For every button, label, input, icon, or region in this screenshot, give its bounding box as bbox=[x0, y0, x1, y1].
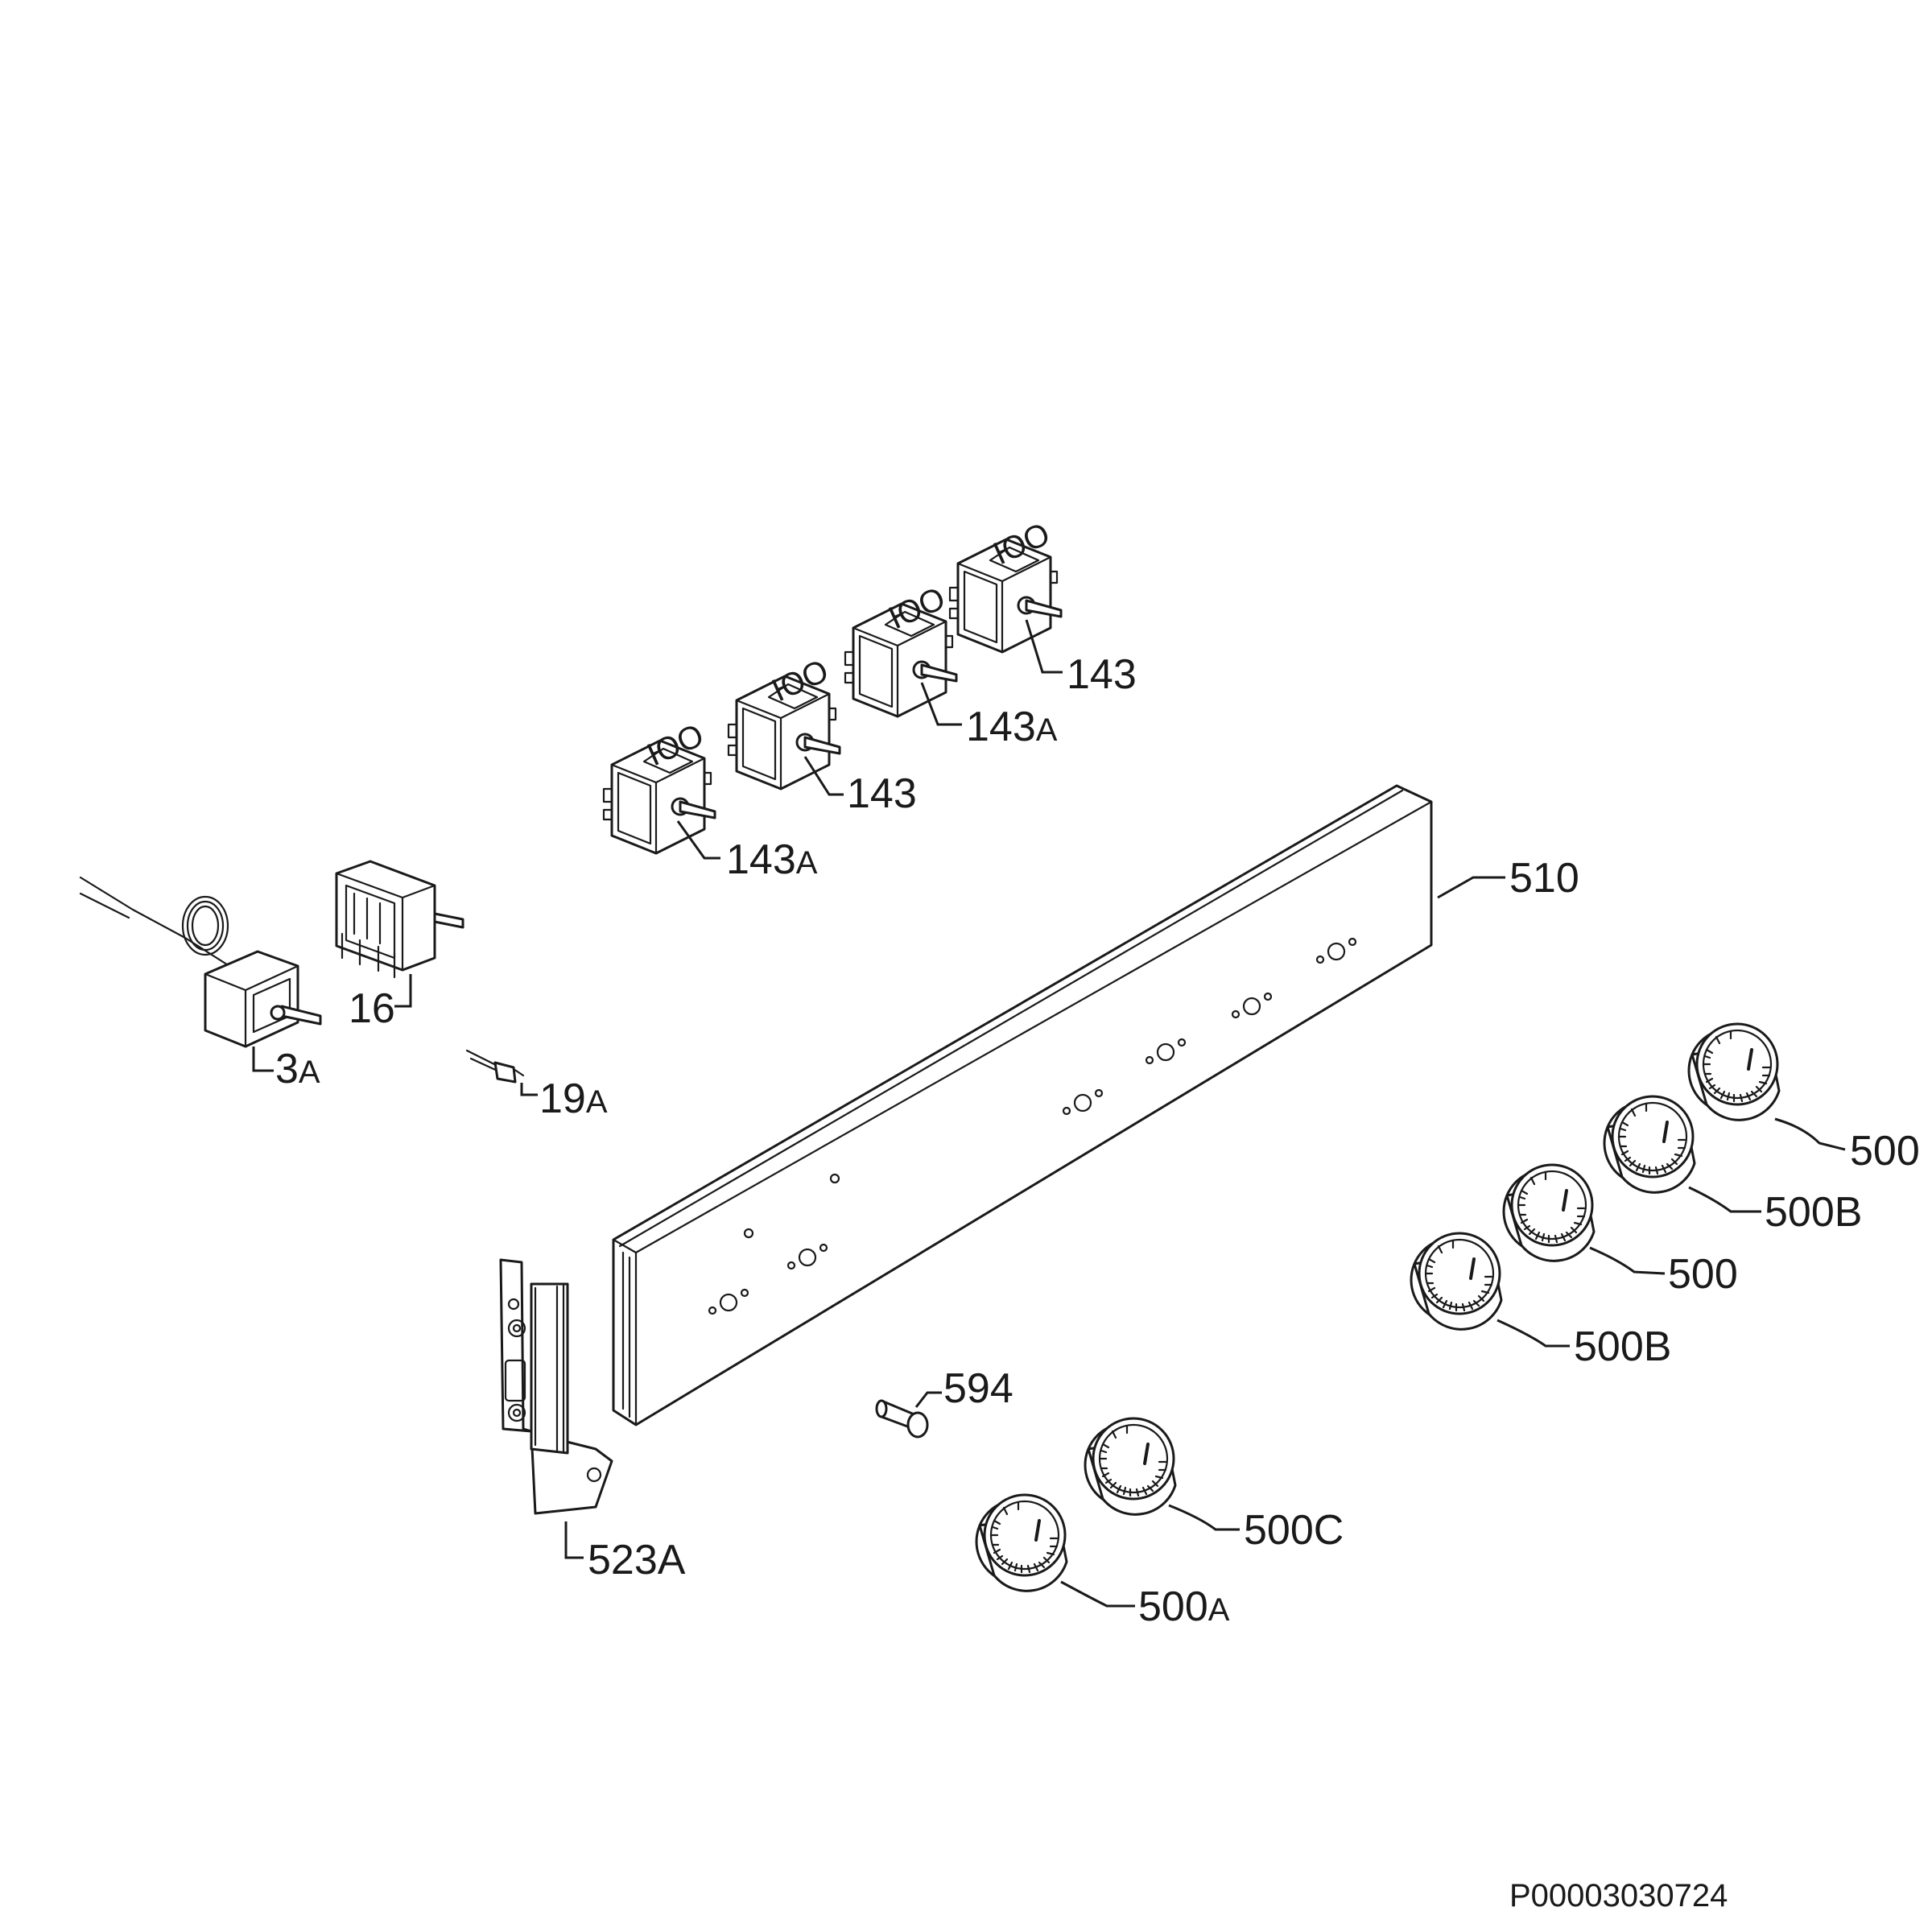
leader-500b-top bbox=[1688, 1186, 1761, 1213]
label-143-right: 143 bbox=[1067, 651, 1137, 698]
leader-500b-mid bbox=[1496, 1319, 1570, 1348]
label-500-top: 500 bbox=[1850, 1128, 1920, 1174]
label-594: 594 bbox=[943, 1365, 1013, 1412]
knob-500c bbox=[1084, 1417, 1177, 1517]
leader-143-left bbox=[803, 756, 844, 796]
knob-500-top bbox=[1687, 1022, 1781, 1122]
knob-500b-top bbox=[1603, 1095, 1696, 1195]
label-500b-mid: 500B bbox=[1574, 1323, 1671, 1370]
document-code: P00003030724 bbox=[1509, 1878, 1728, 1913]
knob-500-mid bbox=[1502, 1163, 1596, 1263]
leader-500-top bbox=[1774, 1117, 1846, 1151]
switch-143-right bbox=[948, 514, 1063, 654]
leader-143a-left bbox=[676, 820, 720, 860]
label-500b-top: 500B bbox=[1765, 1189, 1862, 1236]
knob-500b-mid bbox=[1410, 1232, 1503, 1331]
knob-500a bbox=[975, 1493, 1068, 1593]
switch-143a-right bbox=[844, 579, 958, 718]
leader-510 bbox=[1437, 876, 1505, 899]
thermostat-3a bbox=[79, 876, 322, 1048]
control-panel-510 bbox=[612, 784, 1433, 1426]
label-523a: 523A bbox=[588, 1537, 686, 1583]
terminal-19a bbox=[465, 1049, 525, 1084]
leader-19a bbox=[520, 1083, 538, 1096]
switch-143a-left bbox=[602, 716, 716, 855]
label-500-mid: 500 bbox=[1668, 1251, 1738, 1298]
leader-143-right bbox=[1025, 619, 1063, 674]
pin-594 bbox=[875, 1399, 929, 1439]
label-143-left: 143 bbox=[847, 770, 917, 817]
leader-143a-right bbox=[920, 682, 962, 726]
leader-500-mid bbox=[1589, 1246, 1666, 1275]
leader-500a bbox=[1060, 1580, 1135, 1608]
label-143a-right: 143A bbox=[966, 704, 1058, 750]
switch-16 bbox=[335, 860, 464, 979]
leader-594 bbox=[914, 1391, 942, 1408]
bracket-523a bbox=[499, 1258, 613, 1515]
leader-523a bbox=[564, 1521, 584, 1559]
label-500c: 500C bbox=[1244, 1507, 1344, 1554]
leader-16 bbox=[394, 974, 412, 1008]
leader-3a bbox=[252, 1046, 274, 1072]
label-16: 16 bbox=[349, 985, 395, 1032]
switch-143-left bbox=[727, 651, 841, 791]
label-500a: 500A bbox=[1138, 1583, 1230, 1630]
label-19a: 19A bbox=[539, 1075, 608, 1122]
label-3a: 3A bbox=[275, 1046, 320, 1092]
leader-500c bbox=[1168, 1504, 1240, 1531]
label-510: 510 bbox=[1509, 855, 1579, 902]
label-143a-left: 143A bbox=[726, 836, 818, 883]
